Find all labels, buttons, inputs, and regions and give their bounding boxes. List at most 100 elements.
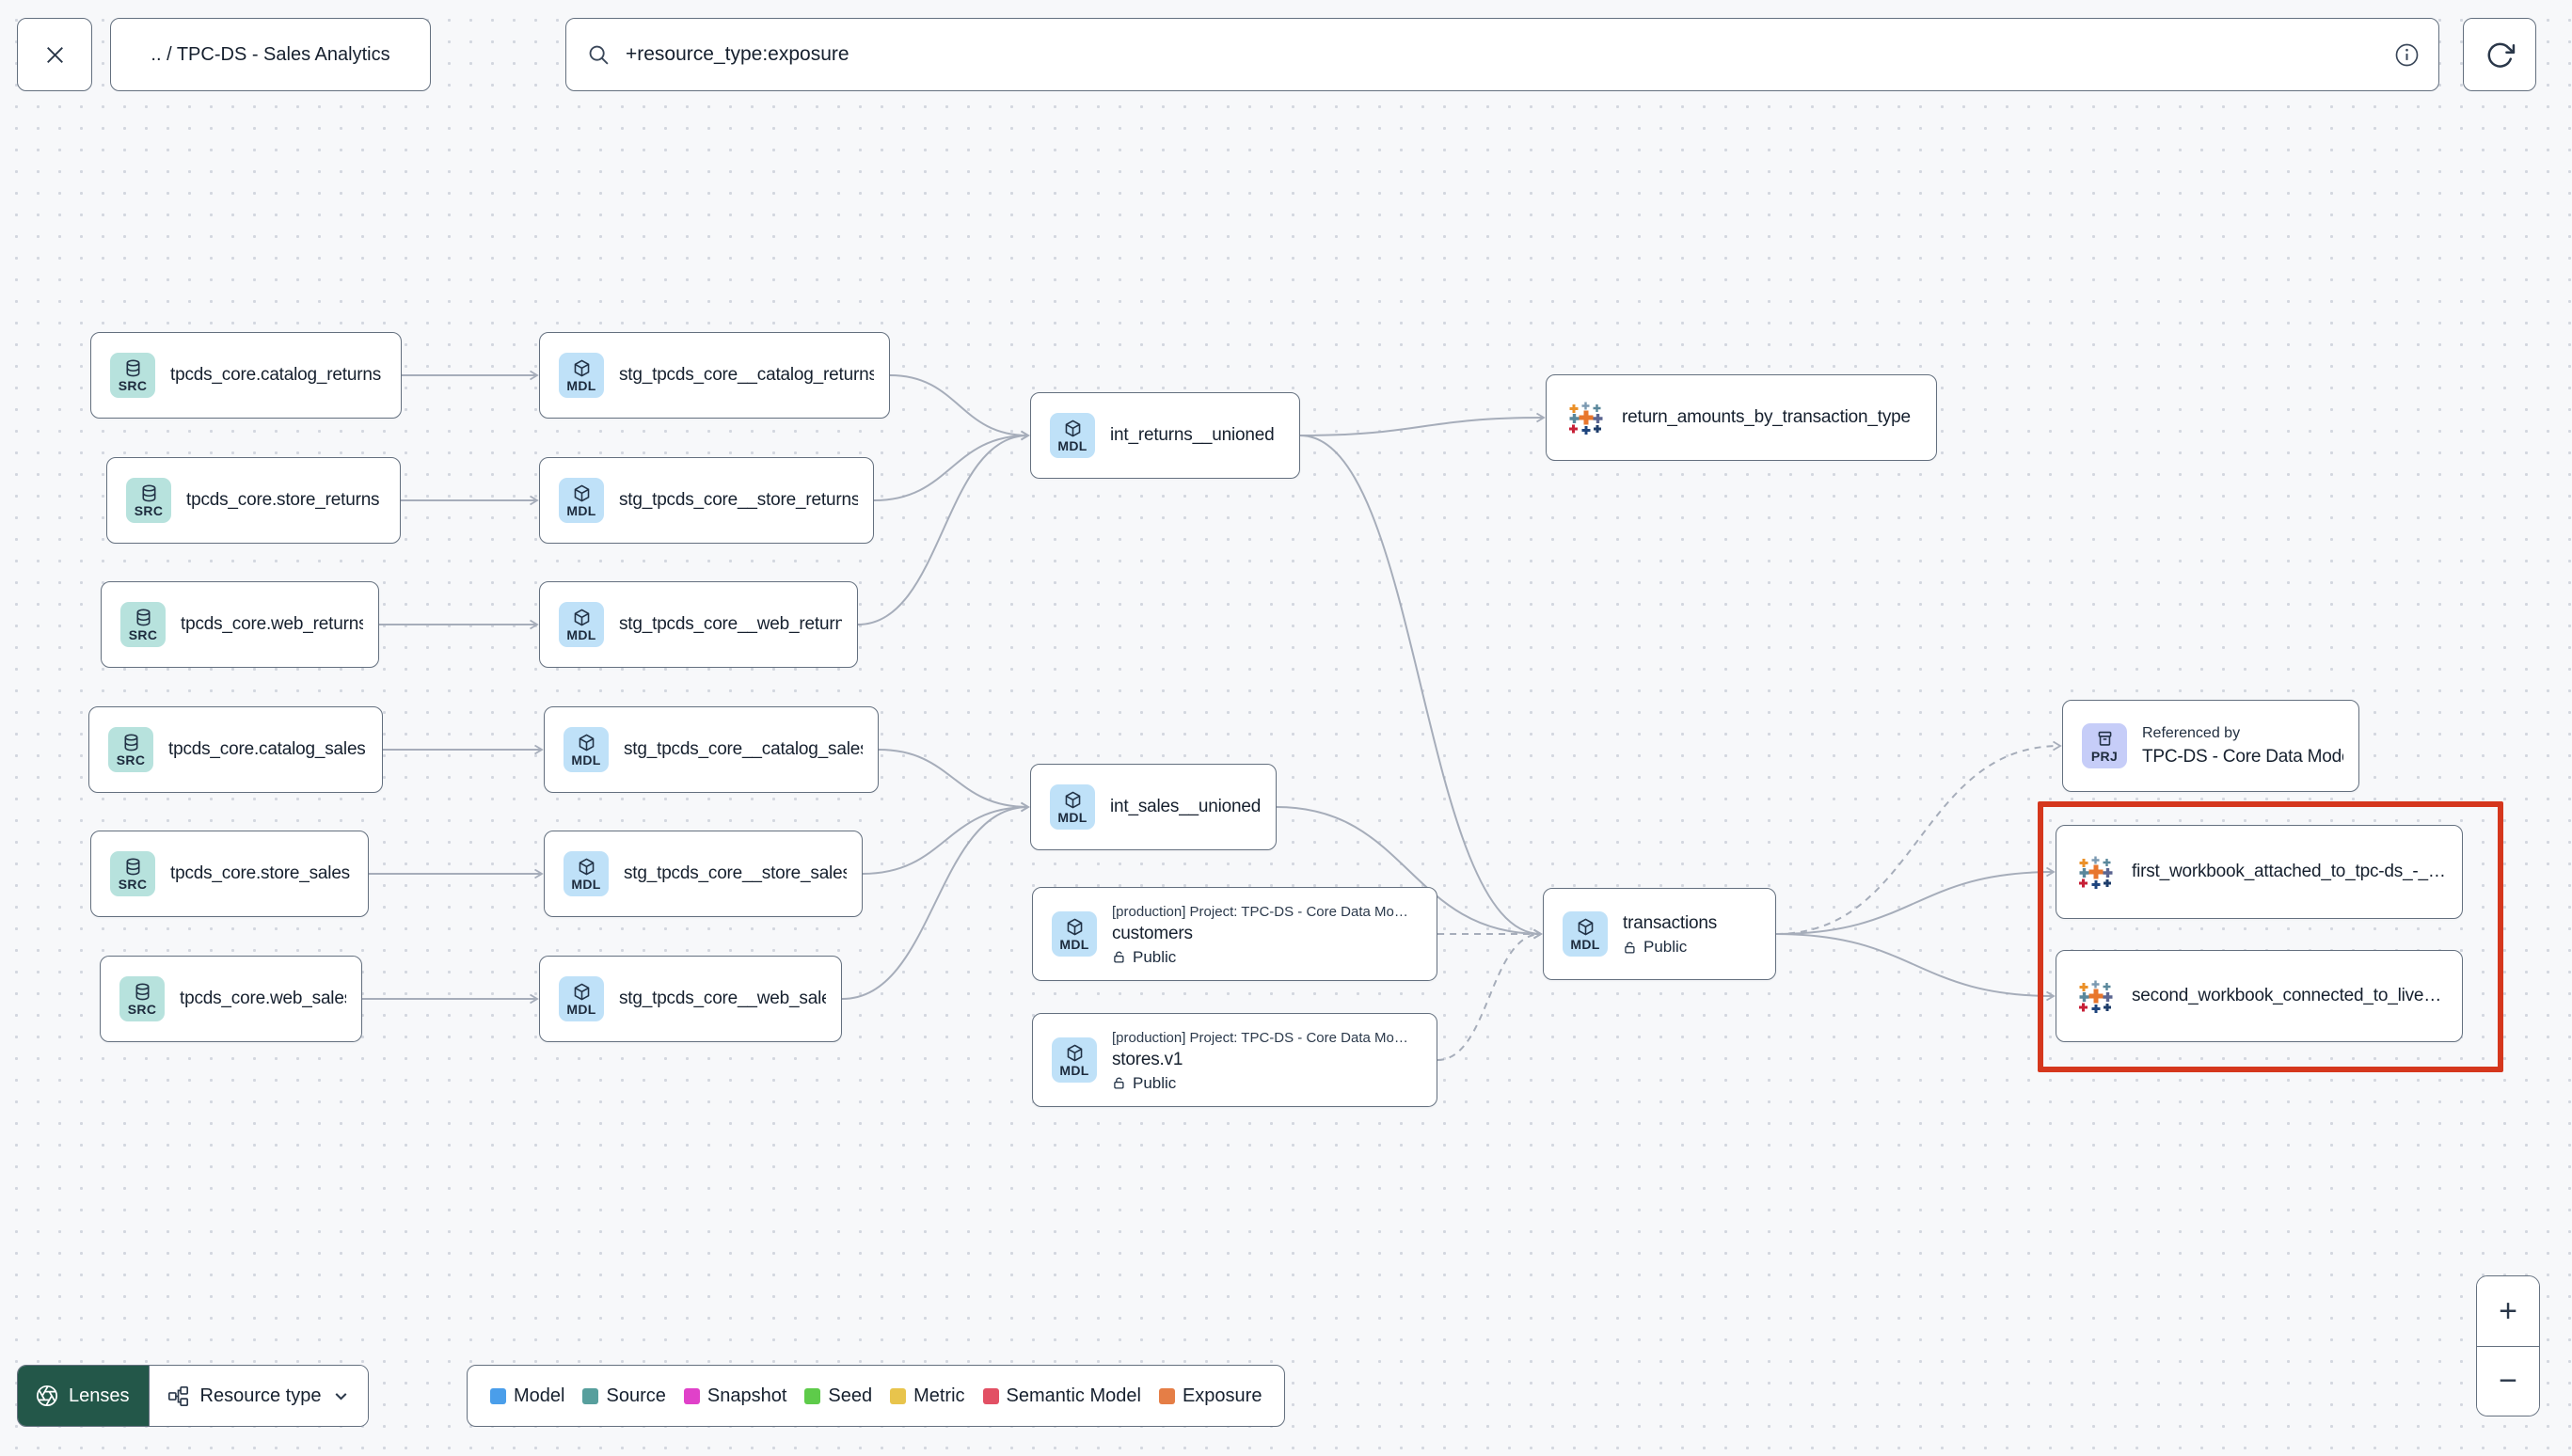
model-badge: MDL: [564, 727, 609, 772]
node-texts: return_amounts_by_transaction_type: [1622, 406, 1911, 429]
node-wb2[interactable]: second_workbook_connected_to_live…: [2056, 950, 2463, 1042]
node-title: tpcds_core.catalog_returns: [170, 365, 381, 385]
node-stores[interactable]: MDL[production] Project: TPC-DS - Core D…: [1032, 1013, 1437, 1107]
exposure-icon-wrap: [2075, 851, 2117, 893]
badge-label: MDL: [1057, 437, 1088, 453]
legend-swatch: [1158, 1387, 1175, 1404]
node-src_catalog_returns[interactable]: SRC tpcds_core.catalog_returns: [90, 332, 402, 419]
cube-icon: [1067, 918, 1082, 935]
search-input[interactable]: [624, 42, 2381, 67]
cube-icon: [1065, 791, 1080, 808]
node-texts: int_returns__unioned: [1110, 424, 1275, 447]
lenses-button[interactable]: Lenses: [18, 1366, 149, 1426]
node-title: stg_tpcds_core__catalog_returns: [619, 365, 874, 385]
legend-swatch: [982, 1387, 999, 1404]
resource-type-label: Resource type: [199, 1385, 322, 1406]
model-badge: MDL: [559, 602, 604, 647]
refresh-button[interactable]: [2463, 18, 2536, 91]
node-meta: [production] Project: TPC-DS - Core Data…: [1112, 1029, 1408, 1046]
project-icon: [2098, 731, 2111, 746]
node-int_returns[interactable]: MDL int_returns__unioned: [1030, 392, 1300, 479]
node-texts: stg_tpcds_core__web_sales: [619, 988, 826, 1010]
search-bar[interactable]: [565, 18, 2439, 91]
lenses-control: Lenses Resource type: [17, 1365, 370, 1427]
legend-label: Seed: [828, 1385, 873, 1406]
badge-label: MDL: [566, 626, 596, 642]
model-badge: MDL: [559, 478, 604, 523]
legend-label: Source: [606, 1385, 666, 1406]
node-title: stg_tpcds_core__web_sales: [619, 989, 826, 1008]
database-icon: [135, 983, 149, 1000]
node-src_catalog_sales[interactable]: SRC tpcds_core.catalog_sales: [88, 706, 383, 793]
cube-icon: [574, 484, 589, 501]
search-icon: [589, 45, 609, 65]
source-badge: SRC: [119, 976, 165, 1021]
legend-item-seed: Seed: [804, 1385, 872, 1407]
edge-stg_web_sales-to-int_sales: [841, 801, 1030, 1000]
source-badge: SRC: [110, 851, 155, 896]
cube-icon: [574, 983, 589, 1000]
node-title: return_amounts_by_transaction_type: [1622, 407, 1911, 427]
model-badge: MDL: [1563, 911, 1608, 957]
node-title: tpcds_core.web_sales: [180, 989, 346, 1008]
node-texts: stg_tpcds_core__catalog_returns: [619, 364, 874, 387]
edge-stores-to-transactions: [1437, 928, 1543, 1061]
legend-label: Snapshot: [707, 1385, 787, 1406]
close-button[interactable]: [17, 18, 92, 91]
node-title: first_workbook_attached_to_tpc-ds_-_…: [2132, 862, 2446, 881]
legend-swatch: [683, 1387, 700, 1404]
node-title: transactions: [1623, 913, 1718, 933]
node-texts: tpcds_core.web_sales: [180, 988, 346, 1010]
node-title: stores.v1: [1112, 1049, 1183, 1069]
node-title: int_sales__unioned: [1110, 797, 1261, 816]
model-badge: MDL: [559, 353, 604, 398]
node-texts: [production] Project: TPC-DS - Core Data…: [1112, 1029, 1408, 1092]
info-icon[interactable]: [2394, 42, 2420, 68]
node-texts: stg_tpcds_core__store_returns: [619, 489, 858, 512]
cube-icon: [1065, 419, 1080, 436]
edge-stg_catalog_returns-to-int_returns: [889, 374, 1030, 441]
edge-int_sales-to-transactions: [1276, 806, 1543, 940]
zoom-in-button[interactable]: +: [2477, 1276, 2539, 1346]
node-title: stg_tpcds_core__store_sales: [624, 863, 847, 883]
source-badge: SRC: [110, 353, 155, 398]
cube-icon: [579, 858, 594, 875]
badge-label: MDL: [566, 377, 596, 393]
node-int_sales[interactable]: MDL int_sales__unioned: [1030, 764, 1277, 850]
node-customers[interactable]: MDL[production] Project: TPC-DS - Core D…: [1032, 887, 1437, 981]
node-stg_store_returns[interactable]: MDL stg_tpcds_core__store_returns: [539, 457, 874, 544]
cube-icon: [1067, 1044, 1082, 1061]
node-wb1[interactable]: first_workbook_attached_to_tpc-ds_-_…: [2056, 825, 2463, 919]
node-exp_returns[interactable]: return_amounts_by_transaction_type: [1546, 374, 1937, 461]
model-badge: MDL: [1050, 784, 1095, 830]
legend-item-source: Source: [582, 1385, 666, 1407]
node-title: tpcds_core.catalog_sales: [168, 739, 366, 759]
zoom-controls: + −: [2476, 1275, 2540, 1416]
source-badge: SRC: [108, 727, 153, 772]
node-stg_catalog_returns[interactable]: MDL stg_tpcds_core__catalog_returns: [539, 332, 890, 419]
node-access: Public: [1112, 948, 1408, 966]
badge-label: SRC: [127, 1001, 157, 1017]
breadcrumb[interactable]: .. / TPC-DS - Sales Analytics: [110, 18, 431, 91]
zoom-out-button[interactable]: −: [2477, 1346, 2539, 1416]
legend-item-snapshot: Snapshot: [683, 1385, 787, 1407]
node-src_web_sales[interactable]: SRC tpcds_core.web_sales: [100, 956, 362, 1042]
node-texts: tpcds_core.web_returns: [181, 613, 363, 636]
node-access: Public: [1112, 1074, 1408, 1092]
resource-type-dropdown[interactable]: Resource type: [148, 1366, 369, 1426]
breadcrumb-label: .. / TPC-DS - Sales Analytics: [151, 43, 390, 65]
project-badge: PRJ: [2082, 723, 2127, 768]
